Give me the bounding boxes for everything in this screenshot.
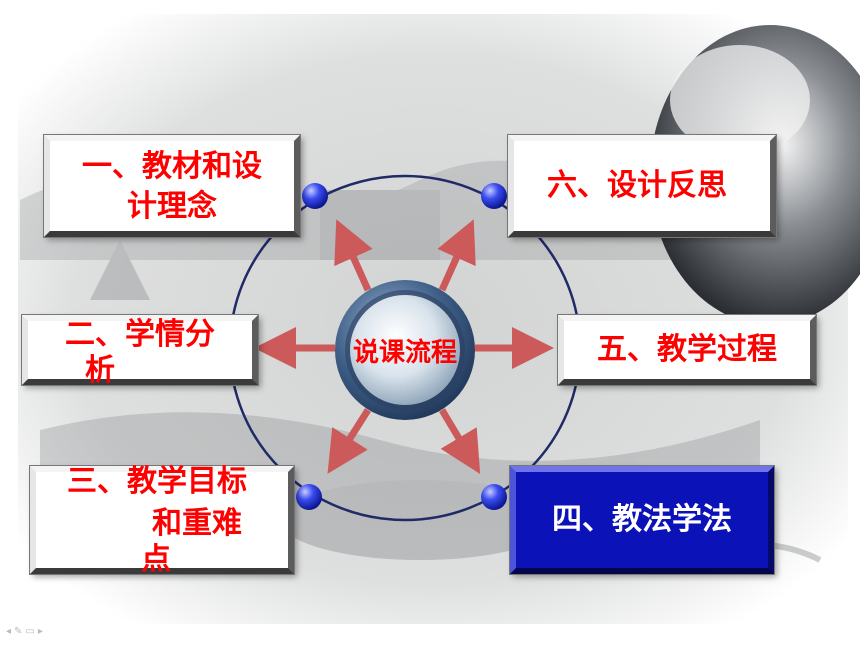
hub-glass bbox=[350, 295, 460, 405]
step-2-box[interactable]: 二、学情分 析 bbox=[22, 315, 258, 388]
step-1-box[interactable]: 一、教材和设 计理念 bbox=[44, 135, 300, 237]
step-3-line-1: 三、教学目标 bbox=[67, 464, 247, 499]
hub-label: 说课流程 bbox=[352, 338, 457, 368]
step-1-line-2: 计理念 bbox=[127, 189, 217, 224]
step-6-label: 六、设计反思 bbox=[547, 168, 727, 203]
step-5-box[interactable]: 五、教学过程 bbox=[558, 315, 816, 385]
forward-arrow-icon[interactable]: ▸ bbox=[37, 626, 46, 637]
step-5-label: 五、教学过程 bbox=[597, 332, 777, 367]
slideshow-nav: ◂✎▭▸ bbox=[6, 626, 46, 637]
step-6-box[interactable]: 六、设计反思 bbox=[508, 135, 776, 237]
hub-arrows bbox=[254, 219, 554, 475]
step-2-line-2: 析 bbox=[85, 353, 115, 388]
step-3-line-2: 和重难 bbox=[152, 506, 242, 541]
step-2-line-1: 二、学情分 bbox=[65, 317, 215, 352]
node-step-1 bbox=[302, 183, 328, 209]
node-step-4 bbox=[481, 484, 507, 510]
back-arrow-icon[interactable]: ◂ bbox=[6, 626, 15, 637]
node-step-3 bbox=[296, 484, 322, 510]
step-3-line-3: 点 bbox=[141, 542, 171, 577]
menu-icon[interactable]: ▭ bbox=[25, 626, 38, 637]
step-1-line-1: 一、教材和设 bbox=[82, 149, 262, 184]
step-4-box[interactable]: 四、教法学法 bbox=[510, 466, 774, 574]
pen-icon[interactable]: ✎ bbox=[14, 626, 26, 637]
step-3-box[interactable]: 三、教学目标 和重难 点 bbox=[30, 464, 294, 577]
step-4-label: 四、教法学法 bbox=[552, 502, 732, 537]
node-step-6 bbox=[481, 183, 507, 209]
